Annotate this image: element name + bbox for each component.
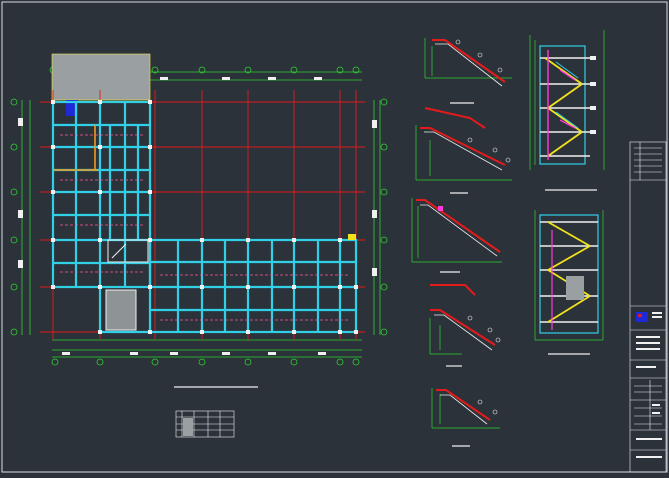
title-block <box>629 141 667 473</box>
stair-detail-2 <box>415 107 512 194</box>
stair-detail-1 <box>424 38 512 104</box>
stair-detail-5 <box>431 388 500 447</box>
stair-section-elevation-2 <box>534 210 604 355</box>
legend-table <box>175 410 235 438</box>
floor-plan <box>10 53 388 366</box>
stair-detail-4 <box>429 284 501 367</box>
hatched-roof-block <box>51 53 151 101</box>
stair-section-elevation-1 <box>529 30 605 191</box>
stair-detail-3 <box>411 198 502 273</box>
